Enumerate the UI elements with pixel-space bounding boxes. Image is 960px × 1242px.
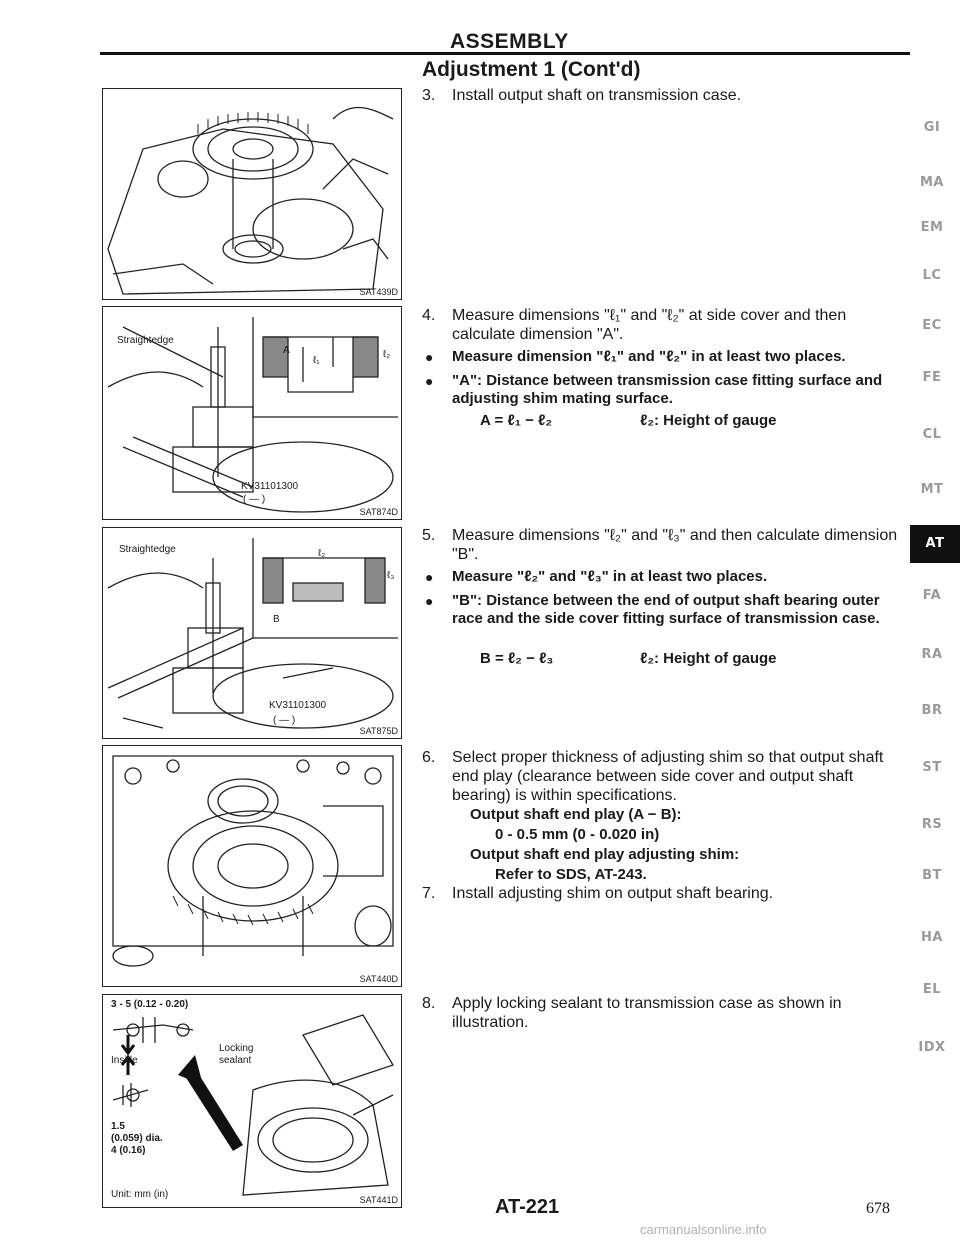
step-number: 3.	[422, 87, 436, 104]
tab-em[interactable]: EM	[920, 220, 944, 235]
tool-number-label: KV31101300	[241, 481, 299, 492]
figure-code: SAT441D	[359, 1195, 398, 1205]
figure-measure-a: Straightedge KV31101300 ( — ) A ℓ₁ ℓ₂ SA…	[102, 306, 402, 520]
measure-b-illustration	[107, 538, 398, 729]
step-text: Install adjusting shim on output shaft b…	[452, 885, 774, 902]
tab-idx[interactable]: IDX	[918, 1040, 946, 1055]
bullet-text: "A": Distance between transmission case …	[452, 372, 883, 407]
tab-gi[interactable]: GI	[923, 120, 941, 135]
step-number: 6.	[422, 749, 436, 766]
bullet-dot: ●	[425, 373, 434, 389]
dimension-l1-label: ℓ₁	[313, 355, 320, 366]
section-title: ASSEMBLY	[450, 30, 569, 53]
bullet-dot: ●	[425, 569, 434, 585]
step-number: 4.	[422, 307, 436, 324]
bead-size-label: 1.5	[111, 1121, 125, 1132]
tab-ec[interactable]: EC	[922, 318, 942, 333]
tab-fe[interactable]: FE	[922, 370, 942, 385]
step-number: 5.	[422, 527, 436, 544]
bullet-5a: ● Measure "ℓ₂" and "ℓ₃" in at least two …	[422, 568, 912, 586]
tab-rs[interactable]: RS	[921, 817, 943, 832]
step-number: 7.	[422, 885, 436, 902]
spec-end-play-value: 0 - 0.5 mm (0 - 0.020 in)	[495, 826, 660, 843]
hole-spacing-label: 3 - 5 (0.12 - 0.20)	[111, 999, 189, 1010]
tool-alt-label: ( — )	[243, 494, 266, 505]
bead-diameter-label: (0.059) dia.	[111, 1133, 163, 1144]
locking-label: Locking	[219, 1043, 254, 1054]
gauge-note-b: ℓ₂: Height of gauge	[640, 650, 777, 667]
bullet-4b: ● "A": Distance between transmission cas…	[422, 372, 912, 408]
bullet-4a: ● Measure dimension "ℓ₁" and "ℓ₂" in at …	[422, 348, 912, 366]
tab-ra[interactable]: RA	[921, 647, 943, 662]
tab-lc[interactable]: LC	[922, 268, 942, 283]
header-rule	[100, 52, 910, 55]
bullet-text: Measure dimension "ℓ₁" and "ℓ₂" in at le…	[452, 348, 846, 365]
step-text: Install output shaft on transmission cas…	[452, 87, 742, 104]
tab-br[interactable]: BR	[921, 703, 943, 718]
bullet-dot: ●	[425, 593, 434, 609]
unit-label: Unit: mm (in)	[111, 1189, 169, 1200]
tab-ha[interactable]: HA	[921, 930, 943, 945]
step-text: Measure dimensions "ℓ₂" and "ℓ₃" and the…	[452, 527, 898, 563]
spec-shim-value: Refer to SDS, AT-243.	[495, 866, 647, 883]
bead-spacing-label: 4 (0.16)	[111, 1145, 146, 1156]
step-5: 5. Measure dimensions "ℓ₂" and "ℓ₃" and …	[422, 526, 912, 564]
formula-b: B = ℓ₂ − ℓ₃	[480, 650, 554, 667]
adjusting-shim-illustration	[112, 755, 394, 967]
sealant-label: sealant	[219, 1055, 252, 1066]
figure-code: SAT874D	[359, 507, 398, 517]
dimension-l2-label: ℓ₂	[383, 349, 391, 360]
dimension-a-label: A	[283, 345, 290, 356]
watermark: carmanualsonline.info	[640, 1222, 767, 1237]
step-7: 7. Install adjusting shim on output shaf…	[422, 884, 912, 903]
figure-locking-sealant: 3 - 5 (0.12 - 0.20) Inside Locking seala…	[102, 994, 402, 1208]
spec-shim-title: Output shaft end play adjusting shim:	[470, 846, 740, 863]
step-number: 8.	[422, 995, 436, 1012]
step-4: 4. Measure dimensions "ℓ₁" and "ℓ₂" at s…	[422, 306, 912, 344]
dimension-b-label: B	[273, 614, 280, 625]
tool-number-label: KV31101300	[269, 700, 327, 711]
tab-bt[interactable]: BT	[922, 868, 942, 883]
output-shaft-illustration	[107, 106, 394, 295]
locking-sealant-illustration	[112, 1014, 394, 1196]
formula-a: A = ℓ₁ − ℓ₂	[480, 412, 552, 429]
figure-measure-b: Straightedge KV31101300 ( — ) B ℓ₂ ℓ₃ SA…	[102, 527, 402, 739]
tab-cl[interactable]: CL	[922, 427, 942, 442]
bullet-dot: ●	[425, 349, 434, 365]
step-8: 8. Apply locking sealant to transmission…	[422, 994, 912, 1032]
tab-ma[interactable]: MA	[920, 175, 944, 190]
straightedge-label: Straightedge	[117, 335, 174, 346]
step-text: Measure dimensions "ℓ₁" and "ℓ₂" at side…	[452, 307, 847, 343]
page-number: AT-221	[495, 1196, 560, 1218]
dimension-l3-label: ℓ₃	[387, 570, 395, 581]
figure-code: SAT875D	[359, 726, 398, 736]
page-subtitle: Adjustment 1 (Cont'd)	[422, 58, 641, 81]
tool-alt-label: ( — )	[273, 715, 296, 726]
spec-end-play-title: Output shaft end play (A − B):	[470, 806, 682, 823]
tab-mt[interactable]: MT	[920, 482, 944, 497]
document-page-index: 678	[866, 1200, 890, 1217]
measure-a-illustration	[107, 317, 398, 513]
gauge-note-a: ℓ₂: Height of gauge	[640, 412, 777, 429]
step-text: Apply locking sealant to transmission ca…	[452, 995, 842, 1031]
bullet-text: Measure "ℓ₂" and "ℓ₃" in at least two pl…	[452, 568, 768, 585]
straightedge-label: Straightedge	[119, 544, 176, 555]
bullet-5b: ● "B": Distance between the end of outpu…	[422, 592, 912, 628]
tab-st[interactable]: ST	[922, 760, 942, 775]
inside-label: Inside	[111, 1055, 138, 1066]
step-6: 6. Select proper thickness of adjusting …	[422, 748, 912, 805]
tab-at[interactable]: AT	[910, 525, 960, 563]
figure-adjusting-shim: SAT440D	[102, 745, 402, 987]
figure-code: SAT439D	[359, 287, 398, 297]
bullet-text: "B": Distance between the end of output …	[452, 592, 880, 627]
tab-el[interactable]: EL	[922, 982, 942, 997]
step-text: Select proper thickness of adjusting shi…	[452, 749, 884, 804]
dimension-l2-label: ℓ₂	[318, 548, 326, 559]
tab-fa[interactable]: FA	[922, 588, 942, 603]
step-3: 3. Install output shaft on transmission …	[422, 86, 912, 105]
figure-code: SAT440D	[359, 974, 398, 984]
figure-output-shaft-install: SAT439D	[102, 88, 402, 300]
